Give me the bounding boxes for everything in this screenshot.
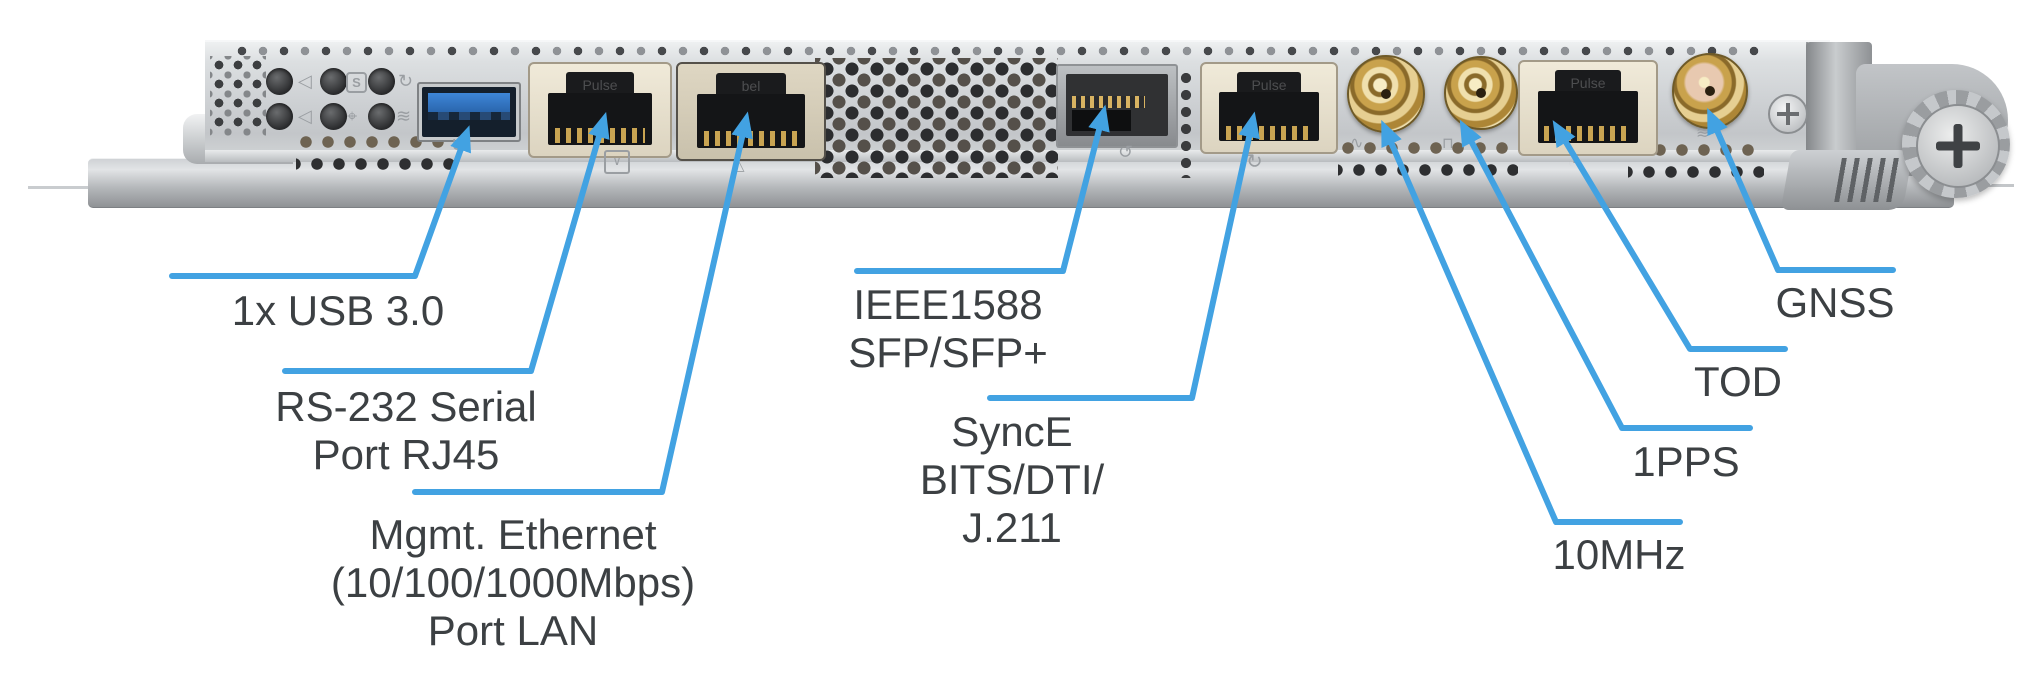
led-hole	[266, 103, 293, 130]
time-back-icon: ↺	[1118, 142, 1134, 162]
thumbscrew-knob	[1902, 90, 2010, 198]
label-gnss: GNSS	[1775, 279, 1894, 327]
lever-grip-ribs	[1834, 158, 1904, 202]
square-wave-icon: ⊓	[1442, 135, 1454, 152]
board-edge-line-left	[28, 186, 92, 189]
sma-center-pin	[1705, 86, 1715, 96]
play-left-icon: ◁	[298, 106, 312, 126]
led-hole	[368, 103, 395, 130]
vent-holes-left-edge	[210, 56, 266, 136]
console-chevron-icon: ∨	[604, 150, 630, 174]
label-line: Mgmt. Ethernet	[369, 511, 657, 558]
usb3-cavity	[422, 87, 516, 137]
play-left-icon: ◁	[298, 71, 312, 91]
label-line: BITS/DTI/	[919, 456, 1105, 503]
rs232-rj45-port: Pulse	[528, 62, 672, 158]
rj45-pins	[1226, 125, 1312, 140]
label-line: SFP/SFP+	[848, 329, 1048, 376]
label-synce: SyncE BITS/DTI/ J.211	[920, 408, 1104, 552]
label-line: SyncE	[951, 408, 1073, 455]
sfp-contacts	[1072, 96, 1146, 108]
10mhz-sma-connector	[1347, 55, 1425, 133]
sine-wave-icon: ∿	[1350, 135, 1364, 152]
label-usb: 1x USB 3.0	[232, 287, 444, 335]
mgmt-ethernet-port: bel	[676, 62, 826, 161]
sfp-connector-block	[1072, 110, 1132, 131]
1pps-sma-connector	[1444, 56, 1518, 130]
label-line: (10/100/1000Mbps)	[330, 559, 696, 606]
satellite-waves-icon: ≋	[1696, 125, 1710, 142]
thumbscrew-phillips-head	[1916, 104, 2000, 188]
label-line: 1PPS	[1632, 438, 1740, 485]
label-mgmt: Mgmt. Ethernet (10/100/1000Mbps) Port LA…	[331, 511, 695, 655]
label-rs232: RS-232 Serial Port RJ45	[275, 383, 536, 479]
led-hole	[266, 68, 293, 95]
sync-arrows-icon: ↻	[398, 71, 414, 91]
label-line: GNSS	[1775, 279, 1895, 326]
gnss-sma-connector	[1672, 53, 1748, 129]
position-pin-icon: ⌖	[347, 106, 358, 126]
synce-rj45-port: Pulse	[1200, 62, 1338, 154]
usb3-port	[417, 82, 521, 142]
led-hole	[320, 68, 347, 95]
label-line: TOD	[1694, 358, 1782, 405]
led-hole	[368, 68, 395, 95]
label-line: 10MHz	[1552, 531, 1686, 578]
antenna-waves-icon: ≋	[396, 106, 412, 126]
clock-icon: ◔	[1568, 152, 1579, 172]
label-ieee1588: IEEE1588 SFP/SFP+	[848, 281, 1048, 377]
rj45-pins	[555, 128, 645, 144]
label-1pps: 1PPS	[1632, 438, 1739, 486]
label-line: Port LAN	[427, 607, 599, 654]
lan-triangle-icon: △	[733, 157, 745, 174]
sfp-cage	[1056, 64, 1178, 148]
label-10mhz: 10MHz	[1552, 531, 1685, 579]
panel-screw	[1768, 94, 1808, 134]
sync-rotate-icon: ↻	[1246, 151, 1263, 173]
sma-center-pin	[1381, 89, 1391, 99]
ejector-lever	[1780, 150, 1914, 210]
usb-trident-icon: ψ	[452, 133, 467, 155]
label-tod: TOD	[1694, 358, 1782, 406]
vent-hole-row-top	[232, 44, 1770, 59]
tod-rj45-port: Pulse	[1518, 60, 1658, 156]
vent-hole-column-sfp	[1176, 70, 1196, 178]
letter-s-icon: S	[346, 72, 367, 93]
label-line: Port RJ45	[312, 431, 500, 478]
sma-center-pin	[1476, 88, 1486, 98]
rj45-pins	[704, 130, 798, 146]
label-line: J.211	[962, 504, 1062, 551]
vent-holes-sma-area	[1338, 138, 1518, 186]
usb3-contacts	[427, 112, 511, 120]
usb3-blue-tongue	[427, 93, 511, 112]
led-hole	[320, 103, 347, 130]
label-line: RS-232 Serial	[275, 383, 537, 430]
label-line: 1x USB 3.0	[231, 287, 445, 334]
rj45-pins	[1544, 126, 1632, 142]
label-line: IEEE1588	[853, 281, 1043, 328]
vent-mesh-center	[815, 58, 1058, 178]
